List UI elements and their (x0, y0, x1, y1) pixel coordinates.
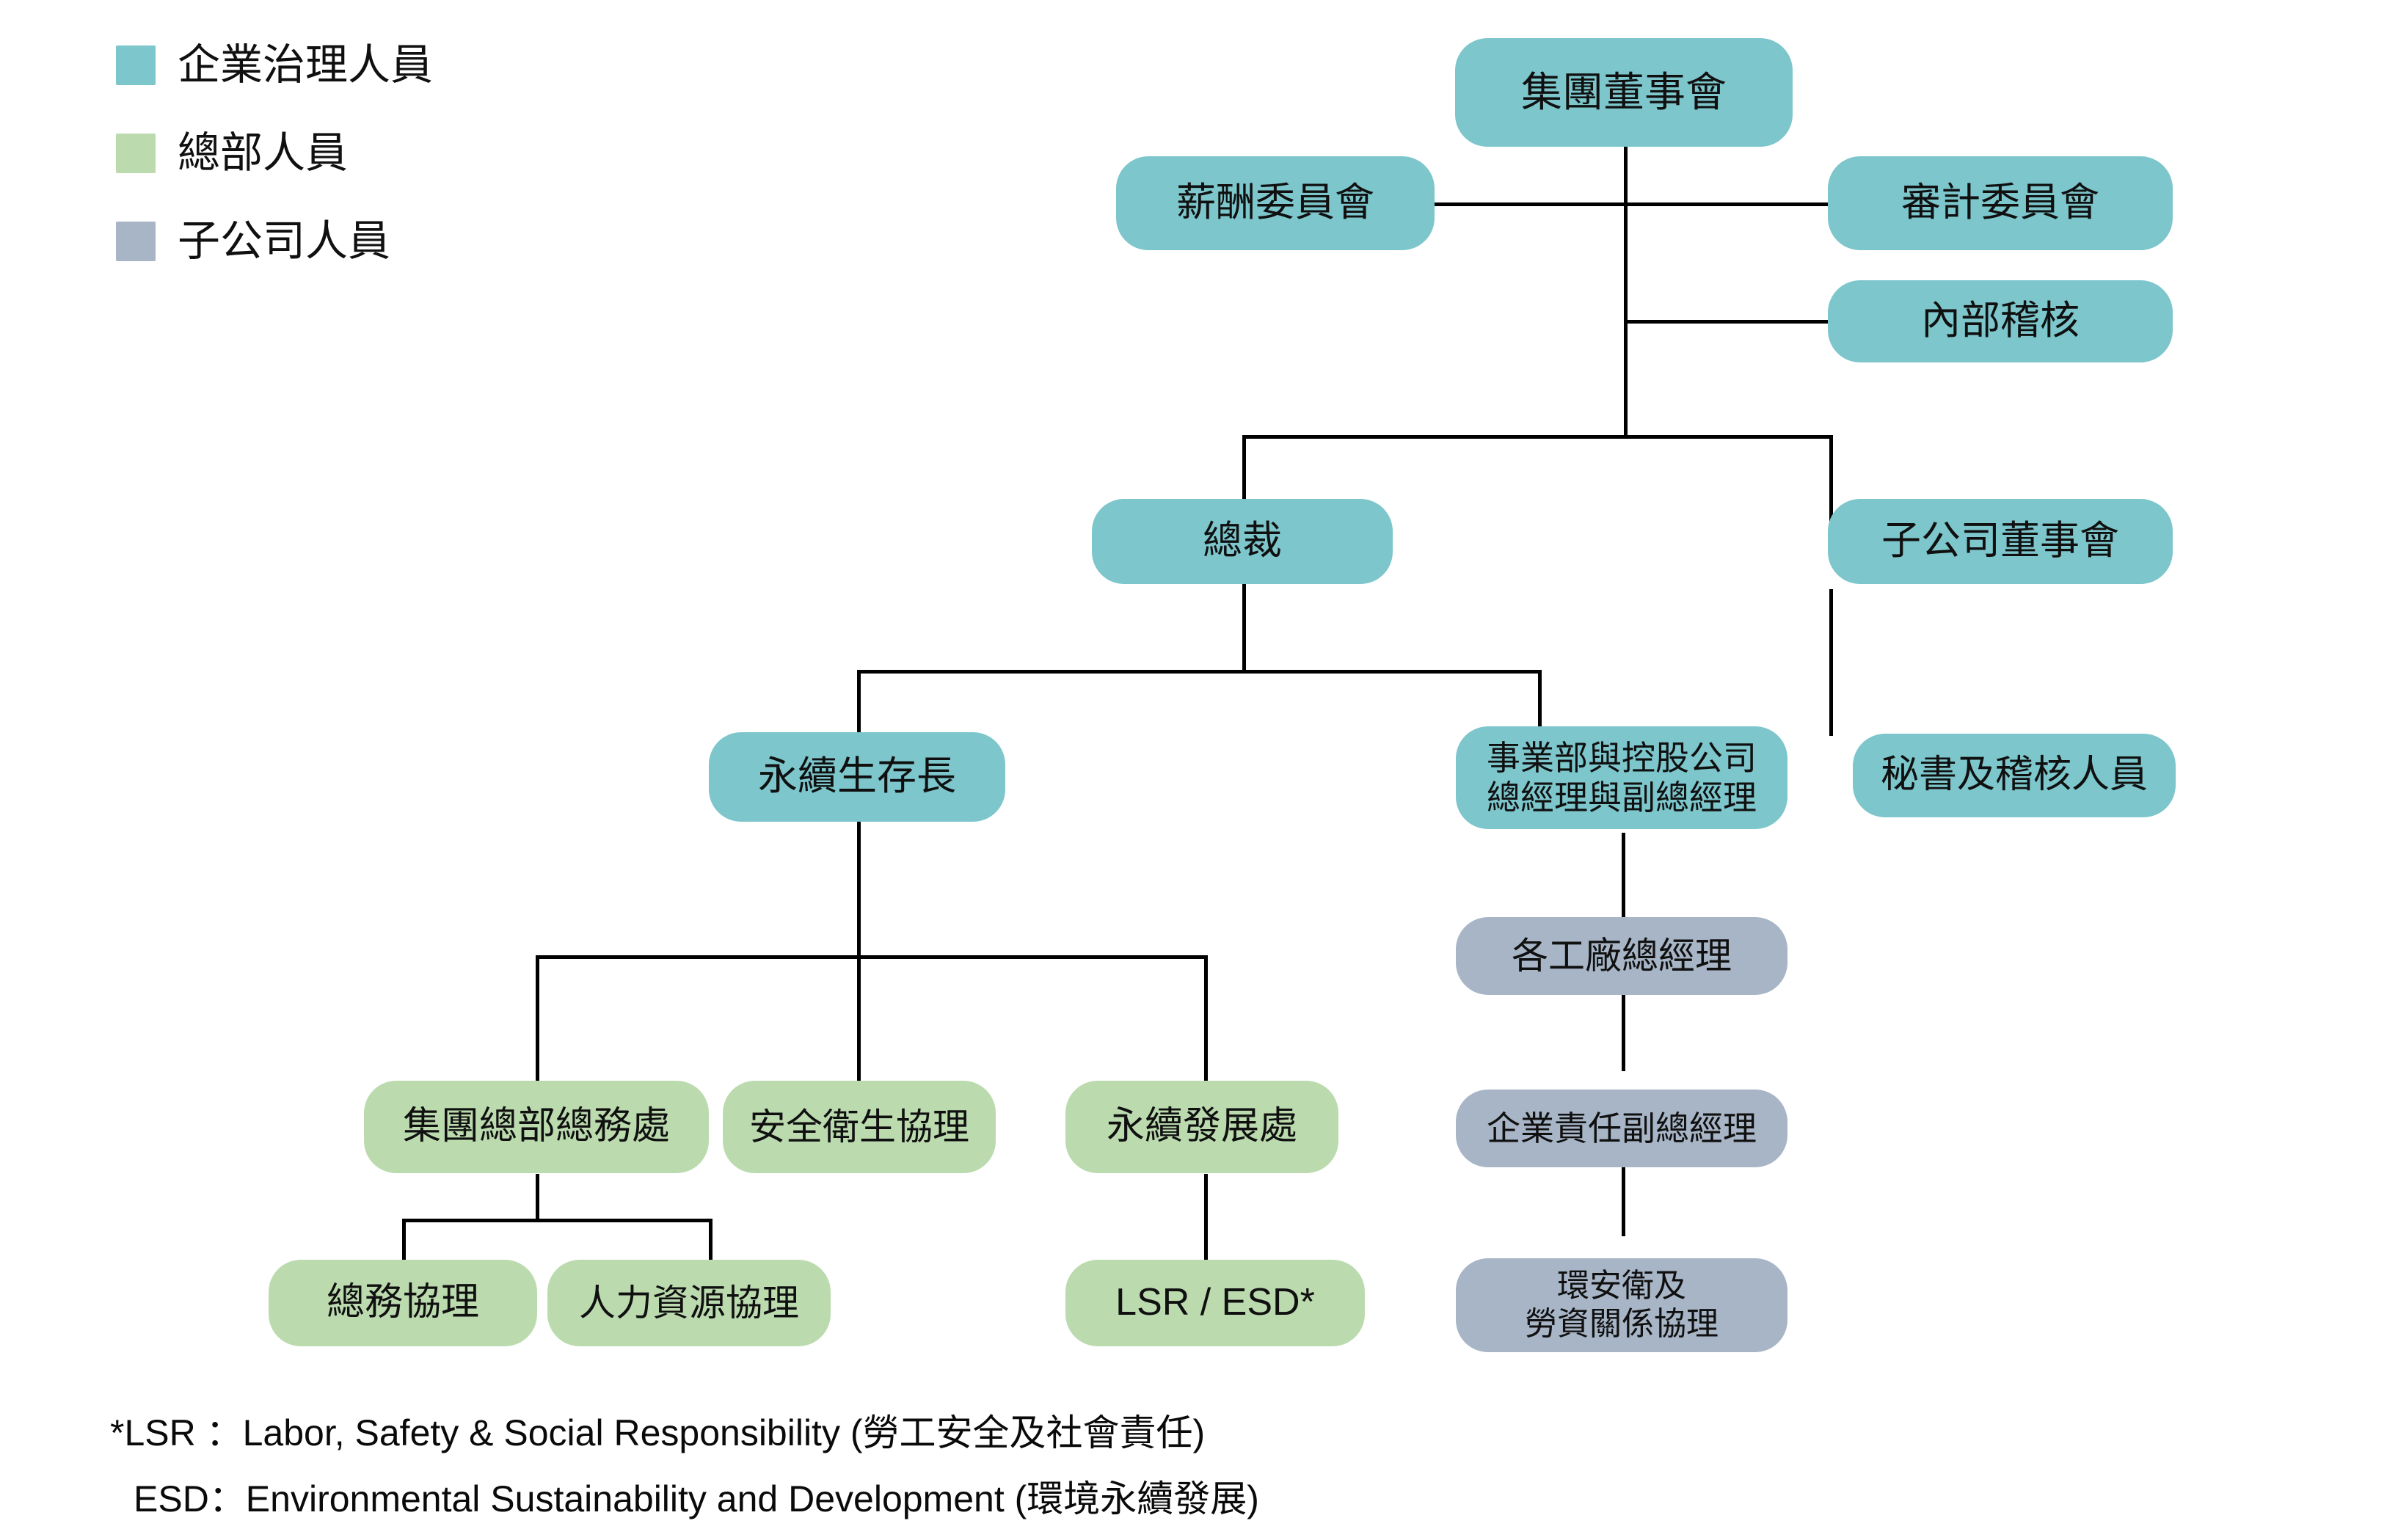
node-safety-health-manager-label: 安全衛生協理 (749, 1106, 969, 1147)
connector-hq-bar (536, 955, 1208, 959)
legend-item-subsidiary: 子公司人員 (116, 220, 390, 263)
connector-level2-bar (1242, 435, 1833, 439)
node-compensation-committee[interactable]: 薪酬委員會 (1116, 156, 1435, 250)
green-swatch-icon (116, 134, 156, 173)
node-group-board-label: 集團董事會 (1521, 68, 1727, 115)
connector-to-safety-health (857, 955, 861, 1086)
node-chief-sustainability-officer[interactable]: 永續生存長 (709, 732, 1005, 822)
node-secretary-audit-staff-label: 秘書及稽核人員 (1880, 753, 2148, 797)
connector-sustainable-dev-down (1204, 1174, 1208, 1262)
connector-internal-audit-horizontal (1624, 320, 1829, 324)
connector-committees-horizontal (1433, 202, 1829, 206)
node-lsr-esd[interactable]: LSR / ESD* (1065, 1260, 1365, 1346)
legend-label-headquarters: 總部人員 (178, 129, 349, 177)
connector-general-affairs-down (536, 1174, 539, 1221)
node-audit-committee-label: 審計委員會 (1901, 180, 2099, 225)
connector-bu-to-plant-gm (1622, 833, 1625, 921)
node-plant-gm[interactable]: 各工廠總經理 (1456, 917, 1787, 995)
node-secretary-audit-staff[interactable]: 秘書及稽核人員 (1853, 734, 2176, 817)
footnote-lsr: *LSR ：Labor, Safety & Social Responsibil… (110, 1412, 1206, 1453)
node-sustainable-development-dept-label: 永續發展處 (1106, 1105, 1297, 1148)
connector-to-hq-general-affairs (536, 955, 539, 1086)
node-chief-sustainability-officer-label: 永續生存長 (758, 754, 956, 799)
node-subsidiary-board-label: 子公司董事會 (1881, 519, 2119, 563)
node-bu-holding-gm-label: 事業部與控股公司 總經理與副總經理 (1487, 738, 1757, 817)
footnotes: *LSR ：Labor, Safety & Social Responsibil… (110, 1415, 1259, 1517)
connector-level3-bar (857, 670, 1541, 674)
node-corporate-responsibility-vp-label: 企業責任副總經理 (1487, 1109, 1757, 1147)
connector-managers-bar (402, 1219, 712, 1222)
node-hr-manager-label: 人力資源協理 (579, 1282, 799, 1324)
node-ehs-labor-relations-manager-label: 環安衛及 勞資關係協理 (1525, 1268, 1719, 1342)
legend-label-corporate-governance: 企業治理人員 (178, 41, 434, 89)
node-lsr-esd-label: LSR / ESD* (1115, 1281, 1315, 1324)
connector-board-trunk (1624, 145, 1628, 439)
node-internal-audit[interactable]: 內部稽核 (1828, 280, 2173, 362)
connector-to-bu-gm (1538, 670, 1542, 732)
connector-cso-down (857, 798, 861, 957)
connector-plant-gm-to-vp (1622, 976, 1625, 1071)
node-hr-manager[interactable]: 人力資源協理 (547, 1260, 831, 1346)
node-general-affairs-manager[interactable]: 總務協理 (269, 1260, 537, 1346)
connector-subsidiary-to-secretary (1829, 589, 1833, 736)
node-plant-gm-label: 各工廠總經理 (1512, 935, 1732, 977)
connector-to-president (1242, 435, 1246, 538)
node-president-label: 總裁 (1203, 519, 1282, 563)
legend-item-headquarters: 總部人員 (116, 132, 348, 175)
node-safety-health-manager[interactable]: 安全衛生協理 (723, 1081, 996, 1173)
gray-swatch-icon (116, 222, 156, 261)
node-bu-holding-gm[interactable]: 事業部與控股公司 總經理與副總經理 (1456, 726, 1787, 829)
node-general-affairs-manager-label: 總務協理 (326, 1281, 479, 1324)
legend-label-subsidiary: 子公司人員 (178, 217, 391, 265)
footnote-esd: ESD：Environmental Sustainability and Dev… (134, 1478, 1259, 1519)
node-corporate-responsibility-vp[interactable]: 企業責任副總經理 (1456, 1090, 1787, 1167)
legend-item-corporate-governance: 企業治理人員 (116, 44, 433, 87)
connector-vp-to-ehs (1622, 1141, 1625, 1236)
node-group-board[interactable]: 集團董事會 (1455, 38, 1793, 147)
connector-president-down (1242, 580, 1246, 671)
connector-to-sustainable-dev (1204, 955, 1208, 1086)
node-president[interactable]: 總裁 (1092, 499, 1393, 584)
node-ehs-labor-relations-manager[interactable]: 環安衛及 勞資關係協理 (1456, 1258, 1787, 1352)
node-compensation-committee-label: 薪酬委員會 (1176, 180, 1374, 225)
node-hq-general-affairs[interactable]: 集團總部總務處 (364, 1081, 709, 1173)
connector-to-subsidiary-board (1829, 435, 1833, 538)
connector-to-cso (857, 670, 861, 732)
node-internal-audit-label: 內部稽核 (1921, 299, 2080, 343)
connector-to-hr-manager (709, 1219, 713, 1261)
node-subsidiary-board[interactable]: 子公司董事會 (1828, 499, 2173, 584)
teal-swatch-icon (116, 45, 156, 85)
node-sustainable-development-dept[interactable]: 永續發展處 (1065, 1081, 1338, 1173)
node-audit-committee[interactable]: 審計委員會 (1828, 156, 2173, 250)
connector-to-general-affairs-manager (402, 1219, 406, 1261)
node-hq-general-affairs-label: 集團總部總務處 (402, 1105, 670, 1148)
